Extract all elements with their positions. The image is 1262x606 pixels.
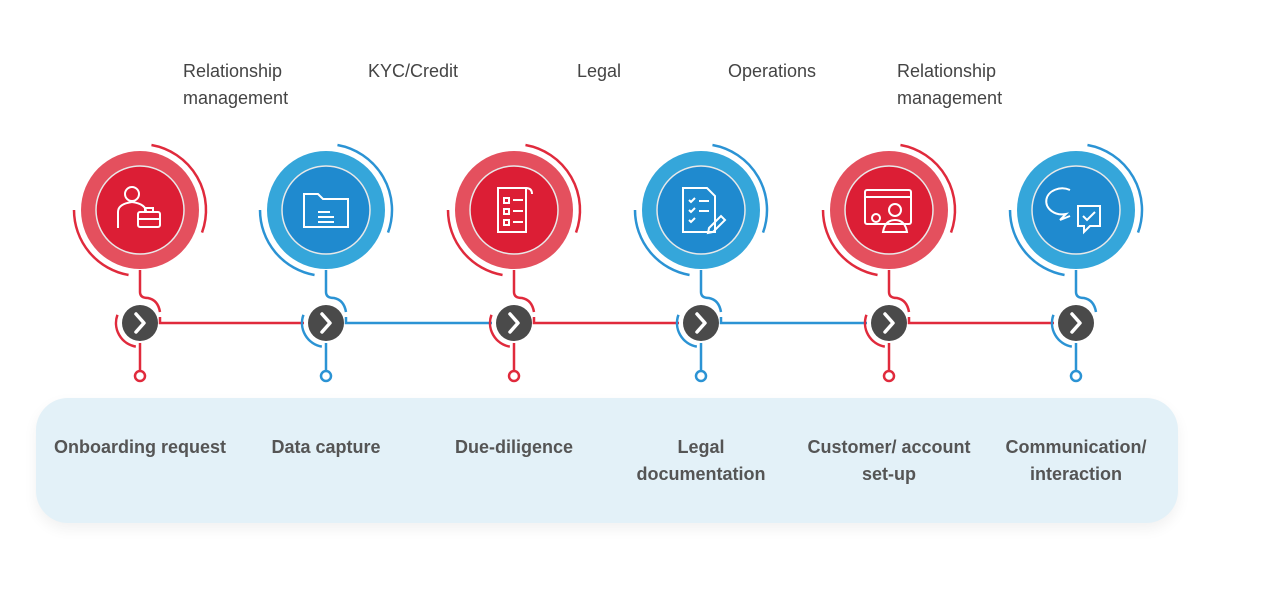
- connector-line: [344, 317, 492, 325]
- connector-line: [158, 317, 304, 325]
- decorative-arc: [151, 143, 208, 233]
- decorative-arc: [300, 314, 323, 348]
- stem-line: [1074, 270, 1098, 313]
- stage-2: [258, 143, 492, 383]
- node-dot: [319, 369, 333, 383]
- decorative-arc: [821, 209, 878, 277]
- stage-1: [72, 143, 304, 383]
- decorative-arc: [337, 143, 394, 233]
- decorative-arc: [900, 143, 957, 233]
- connector-line: [719, 317, 867, 325]
- decorative-arc: [1050, 314, 1073, 348]
- customer-screen-icon: [864, 189, 912, 233]
- role-label: Operations: [728, 61, 817, 81]
- role-label: KYC/Credit: [368, 61, 459, 81]
- node-dot: [1069, 369, 1083, 383]
- chevron-right-icon[interactable]: [496, 305, 532, 341]
- stage-3: [446, 143, 679, 383]
- decorative-arc: [675, 314, 698, 348]
- node-dot: [694, 369, 708, 383]
- stage-label: Onboarding request: [53, 437, 226, 457]
- node-dot: [882, 369, 896, 383]
- stage-6: [1008, 143, 1144, 383]
- decorative-arc: [1087, 143, 1144, 233]
- stage-label: Data capture: [271, 437, 381, 457]
- stem-line: [512, 270, 536, 313]
- role-label: Legal: [577, 61, 622, 81]
- decorative-arc: [488, 314, 511, 348]
- stem-line: [324, 270, 348, 313]
- checklist-document-icon: [497, 187, 533, 233]
- decorative-arc: [712, 143, 769, 233]
- connector-line: [532, 317, 679, 325]
- decorative-arc: [525, 143, 582, 233]
- connector-line: [907, 317, 1054, 325]
- stage-4: [633, 143, 867, 383]
- stage-5: [821, 143, 1054, 383]
- stage-label: Customer/ account set-up: [807, 437, 971, 484]
- chevron-right-icon[interactable]: [871, 305, 907, 341]
- businessman-briefcase-icon: [117, 186, 161, 228]
- stage-label: Due-diligence: [454, 437, 574, 457]
- folder-icon: [303, 193, 349, 228]
- decorative-arc: [258, 209, 315, 277]
- stem-line: [699, 270, 723, 313]
- decorative-arc: [863, 314, 886, 348]
- stage-circle-inner: [281, 165, 371, 255]
- decorative-arc: [633, 209, 690, 277]
- stage-label: Legal documentation: [636, 437, 766, 484]
- stage-circle-inner: [1031, 165, 1121, 255]
- decorative-arc: [72, 209, 129, 277]
- role-label: Relationship management: [183, 61, 289, 108]
- role-label: Relationship management: [897, 61, 1003, 108]
- node-dot: [507, 369, 521, 383]
- chevron-right-icon[interactable]: [308, 305, 344, 341]
- chevron-right-icon[interactable]: [1058, 305, 1094, 341]
- stem-line: [887, 270, 911, 313]
- chat-bubbles-icon: [1045, 187, 1101, 235]
- stages-panel: [36, 398, 1178, 523]
- decorative-arc: [1008, 209, 1065, 277]
- chevron-right-icon[interactable]: [122, 305, 158, 341]
- document-pen-icon: [682, 187, 727, 235]
- chevron-right-icon[interactable]: [683, 305, 719, 341]
- decorative-arc: [114, 314, 137, 348]
- node-dot: [133, 369, 147, 383]
- decorative-arc: [446, 209, 503, 277]
- stem-line: [138, 270, 162, 313]
- stage-circle-inner: [95, 165, 185, 255]
- stage-label: Communication/ interaction: [1005, 437, 1147, 484]
